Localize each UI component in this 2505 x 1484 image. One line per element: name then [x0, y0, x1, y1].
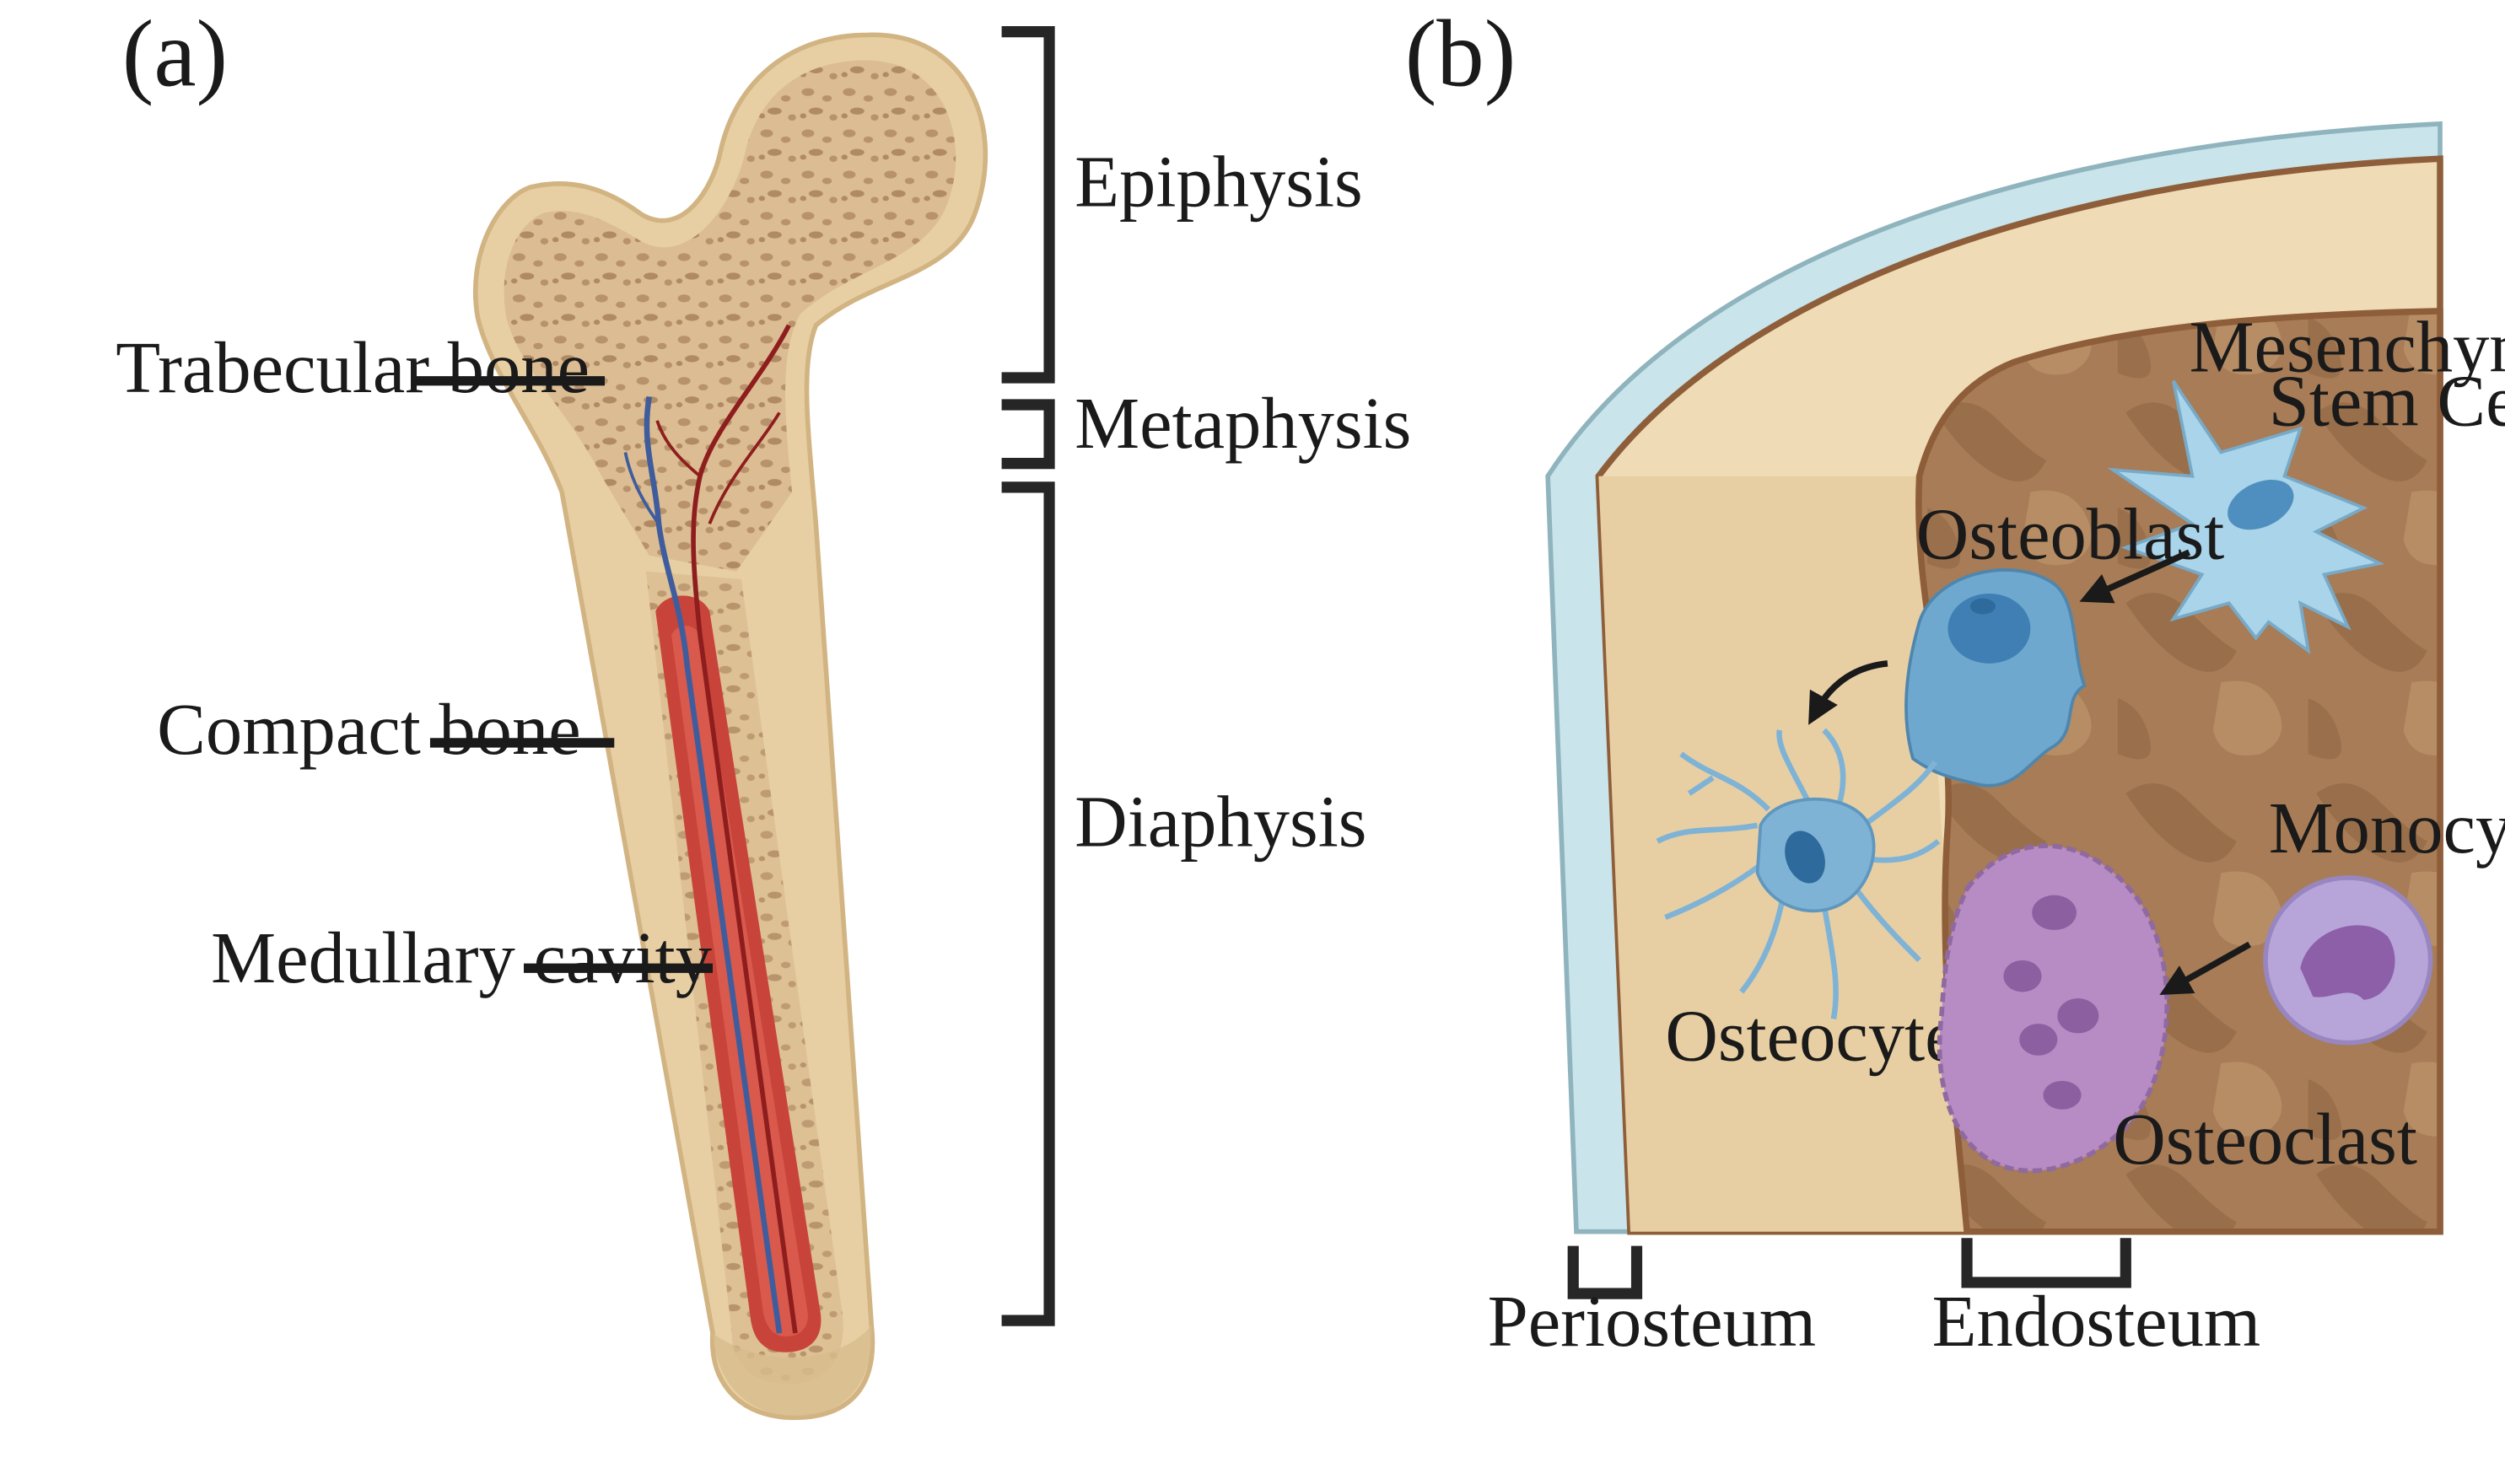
bracket-diaphysis [1001, 481, 1055, 1326]
vein-branch-1 [623, 452, 660, 525]
mesenchymal-stem-cell [2107, 379, 2385, 654]
panel-b-label: (b) [1405, 2, 1516, 107]
label-msc-line2: Stem Cell [2269, 360, 2505, 441]
artery-branch-1 [655, 420, 702, 478]
osteoclast-nucleus-4 [2019, 1024, 2058, 1056]
osteocyte-nucleus [1785, 831, 1825, 884]
vein-vessel [644, 396, 783, 1334]
bracket-periosteum [1567, 1245, 1643, 1299]
osteoblast-nucleus [1947, 594, 2031, 664]
osteoclast-nucleus-3 [2057, 998, 2099, 1034]
artery-branch-2 [708, 411, 781, 524]
label-endosteum: Endosteum [1932, 1281, 2261, 1362]
bracket-metaphysis [1001, 399, 1055, 470]
label-osteoblast: Osteoblast [1916, 494, 2225, 575]
label-medullary-cavity: Medullary cavity [211, 917, 712, 998]
osteoclast-body [1937, 843, 2170, 1174]
osteocyte-cell [1656, 728, 1941, 1020]
femur-distal-cap [713, 1325, 872, 1417]
bracket-endosteum [1961, 1238, 2131, 1288]
label-osteocyte: Osteocyte [1665, 995, 1957, 1076]
label-osteoclast: Osteoclast [2113, 1099, 2417, 1180]
label-monocyte: Monocyte [2269, 788, 2505, 868]
osteoclast-nucleus-5 [2043, 1080, 2082, 1110]
osteoblast-nucleolus [1969, 598, 1996, 615]
arrow-osteoblast-to-osteocyte [1808, 660, 1888, 725]
arrow-msc-to-osteoblast [2079, 549, 2191, 604]
bracket-epiphysis [1001, 26, 1055, 384]
msc-nucleus [2228, 479, 2294, 530]
osteoclast-nucleus-1 [2032, 895, 2077, 931]
label-msc-line1: Mesenchymal [2190, 306, 2505, 387]
panel-b: (b) Mesenchymal Stem Cell Osteoblast [1405, 2, 2505, 1363]
femur-trabecular-region [504, 60, 956, 572]
label-compact-bone: Compact bone [157, 689, 581, 770]
osteoclast-cell [1937, 843, 2170, 1174]
monocyte-cell [2263, 875, 2433, 1046]
osteoblast-cell [1904, 568, 2087, 788]
monocyte-nucleus [2300, 925, 2395, 1000]
osteoclast-nucleus-2 [2003, 960, 2042, 992]
arrow-monocyte-to-osteoclast [2159, 941, 2251, 996]
panel-a: (a) Trabecular bone Compact bone Medulla… [116, 2, 1411, 1421]
label-epiphysis: Epiphysis [1075, 142, 1363, 223]
label-trabecular-bone: Trabecular bone [116, 327, 590, 408]
panel-a-label: (a) [122, 2, 228, 107]
label-diaphysis: Diaphysis [1075, 781, 1366, 862]
label-periosteum: Periosteum [1488, 1281, 1817, 1362]
label-metaphysis: Metaphysis [1075, 383, 1411, 464]
